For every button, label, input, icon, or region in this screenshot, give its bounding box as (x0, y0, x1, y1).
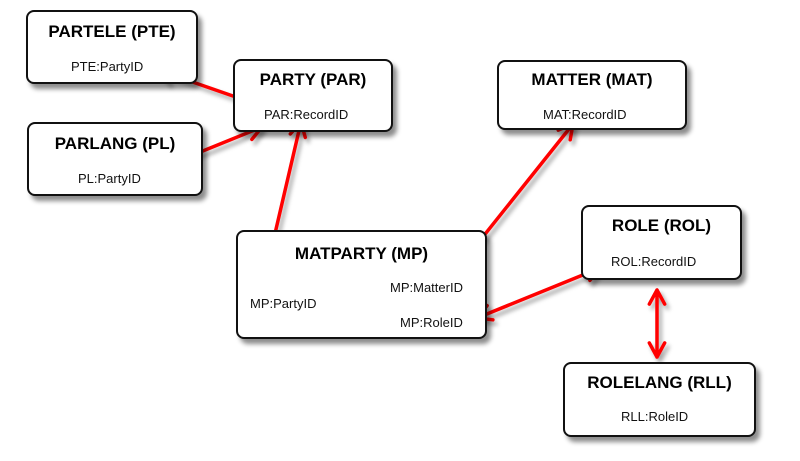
table-title: MATTER (MAT) (531, 70, 653, 89)
field-rll-roleid: RLL:RoleID (621, 409, 689, 424)
table-title: ROLE (ROL) (611, 216, 712, 235)
table-party[interactable]: PARTY (PAR) PAR:RecordID (233, 59, 393, 132)
table-partele[interactable]: PARTELE (PTE) PTE:PartyID (26, 10, 198, 84)
table-rolelang[interactable]: ROLELANG (RLL) RLL:RoleID (563, 362, 756, 437)
table-matparty[interactable]: MATPARTY (MP) MP:PartyID MP:MatterID MP:… (236, 230, 487, 339)
field-mat-recordid: MAT:RecordID (543, 107, 627, 122)
table-title: PARLANG (PL) (54, 134, 176, 153)
table-title: PARTY (PAR) (259, 70, 367, 89)
field-rol-recordid: ROL:RecordID (611, 254, 697, 269)
table-title: ROLELANG (RLL) (587, 373, 732, 392)
table-matter[interactable]: MATTER (MAT) MAT:RecordID (497, 60, 687, 130)
field-mp-matterid: MP:MatterID (390, 280, 463, 295)
table-title: MATPARTY (MP) (294, 244, 429, 263)
field-mp-roleid: MP:RoleID (400, 315, 463, 330)
table-title: PARTELE (PTE) (48, 22, 176, 41)
table-role[interactable]: ROLE (ROL) ROL:RecordID (581, 205, 742, 280)
table-parlang[interactable]: PARLANG (PL) PL:PartyID (27, 122, 203, 196)
field-pl-partyid: PL:PartyID (78, 171, 141, 186)
arrow-rll-rol (647, 288, 667, 359)
field-par-recordid: PAR:RecordID (264, 107, 349, 122)
field-pte-partyid: PTE:PartyID (71, 59, 144, 74)
field-mp-partyid: MP:PartyID (250, 296, 317, 311)
